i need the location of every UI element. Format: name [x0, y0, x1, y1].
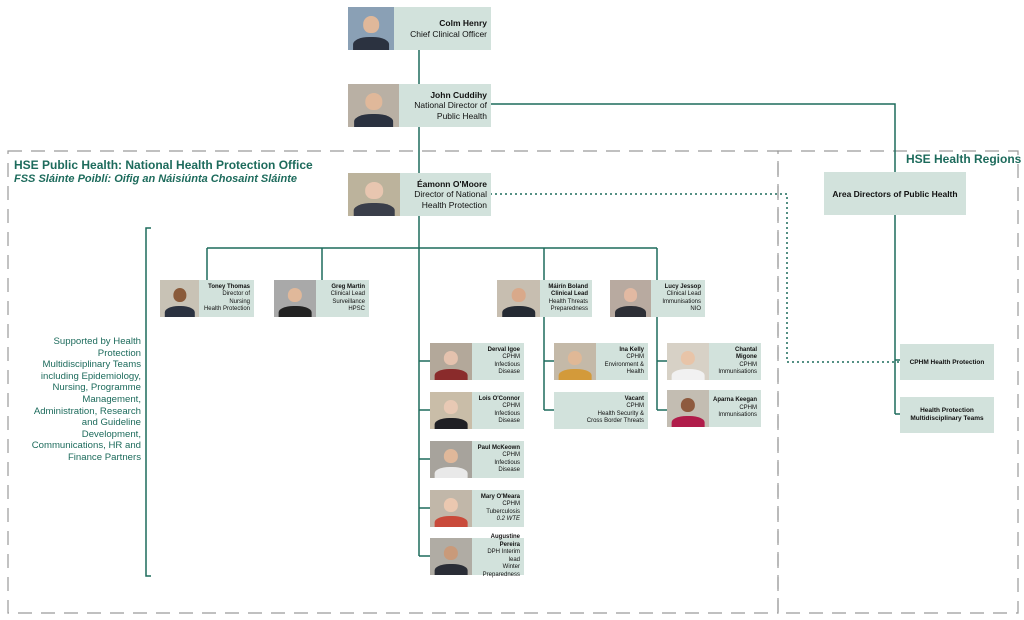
- photo-derval-igoe: [430, 343, 472, 380]
- photo-mairin-boland: [497, 280, 540, 317]
- role-label: Health Protection: [203, 306, 250, 312]
- role-label: CPHM: [739, 361, 757, 368]
- name-label: Máirín Boland: [548, 283, 588, 290]
- area-directors-box: Area Directors of Public Health: [824, 172, 966, 215]
- role-label: Tuberculosis: [486, 508, 520, 515]
- role-label: Preparedness: [550, 306, 588, 312]
- name-label: Colm Henry: [439, 18, 487, 28]
- role-label: Clinical Lead: [666, 291, 701, 297]
- name-label: Derval Igoe: [487, 346, 520, 353]
- role-label: Infectious Disease: [494, 410, 520, 425]
- side-note: Supported by Health Protection Multidisc…: [31, 336, 141, 463]
- role-label: NIO: [690, 306, 701, 312]
- photo-lois-oconnor: [430, 392, 472, 429]
- name-label: Ina Kelly: [619, 346, 644, 353]
- health-regions-title: HSE Health Regions: [906, 152, 1022, 166]
- name-label: Lois O'Connor: [478, 395, 520, 402]
- name-label: Vacant: [624, 395, 644, 402]
- role-label: CPHM: [502, 403, 520, 409]
- name-label: Greg Martin: [331, 283, 365, 290]
- name-label: Éamonn O'Moore: [416, 178, 487, 189]
- role-label: Chief Clinical Officer: [410, 28, 487, 39]
- role-label: Winter: [502, 564, 520, 570]
- role-label: CPHM: [502, 452, 520, 458]
- role-label: CPHM: [739, 404, 757, 411]
- role-label: CPHM: [502, 354, 520, 360]
- national-office-subtitle: FSS Sláinte Poiblí: Oifig an Náisiúnta C…: [14, 173, 297, 185]
- role-label: Health Security &: [597, 410, 644, 417]
- photo-lucy-jessop: [610, 280, 651, 317]
- role-label: Health: [626, 369, 644, 375]
- name-label: Toney Thomas: [208, 283, 250, 290]
- name-label: Paul McKeown: [477, 444, 520, 451]
- connector-john-regions: [490, 103, 896, 172]
- photo-toney-thomas: [160, 280, 199, 317]
- health-regions-border: [777, 150, 1019, 614]
- side-note-bracket: [145, 227, 151, 577]
- dotted-connector-eamonn-cphm: [490, 193, 900, 363]
- role-label: HPSC: [348, 306, 365, 312]
- role-label: CPHM: [502, 501, 520, 507]
- role-label: CPHM: [626, 354, 644, 360]
- role-label: Director of National: [414, 189, 487, 200]
- photo-ina-kelly: [554, 343, 596, 380]
- name-label: Clinical Lead: [550, 291, 588, 297]
- photo-greg-martin: [274, 280, 316, 317]
- photo-colm-henry: [348, 7, 394, 50]
- name-label: Aparna Keegan: [713, 397, 758, 404]
- name-label: Mary O'Meara: [480, 493, 520, 500]
- role-label: Immunisations: [662, 298, 701, 305]
- photo-aparna-keegan: [667, 390, 709, 427]
- name-label: Lucy Jessop: [664, 283, 701, 290]
- role-label: Health Protection: [421, 199, 487, 210]
- hp-teams-box: Health Protection Multidisciplinary Team…: [900, 397, 994, 433]
- role-label: Clinical Lead: [330, 291, 365, 297]
- role-label: Infectious Disease: [494, 459, 520, 474]
- name-label: John Cuddihy: [430, 89, 487, 100]
- role-label: Surveillance: [332, 298, 365, 305]
- role-label: Immunisations: [718, 412, 757, 419]
- national-office-title: HSE Public Health: National Health Prote…: [14, 158, 313, 172]
- role-label: Environment &: [604, 361, 644, 368]
- hp-teams-line1: Health Protection: [920, 407, 974, 414]
- photo-augustine-pereira: [430, 538, 472, 575]
- role-label: Immunisations: [718, 369, 757, 375]
- role-label: Preparedness: [482, 571, 520, 578]
- cphm-health-protection-box: CPHM Health Protection: [900, 344, 994, 380]
- photo-mary-omeara: [430, 490, 472, 527]
- hp-teams-line2: Multidisciplinary Teams: [910, 415, 984, 422]
- role-label: 0.2 WTE: [496, 516, 520, 522]
- name-label: Chantal Migone: [734, 346, 757, 361]
- role-label: DPH Interim lead: [487, 549, 520, 563]
- role-label: CPHM: [626, 403, 644, 409]
- name-label: Augustine Pereira: [490, 534, 520, 548]
- role-label: National Director of: [414, 100, 487, 111]
- photo-eamonn-omoore: [348, 173, 400, 216]
- role-label: Infectious Disease: [494, 361, 520, 376]
- role-label: Director of Nursing: [222, 291, 250, 305]
- role-label: Public Health: [436, 110, 487, 121]
- photo-chantal-migone: [667, 343, 709, 380]
- photo-john-cuddihy: [348, 84, 399, 127]
- photo-paul-mckeown: [430, 441, 472, 478]
- role-label: Health Threats: [548, 298, 588, 305]
- role-label: Cross Border Threats: [586, 418, 644, 424]
